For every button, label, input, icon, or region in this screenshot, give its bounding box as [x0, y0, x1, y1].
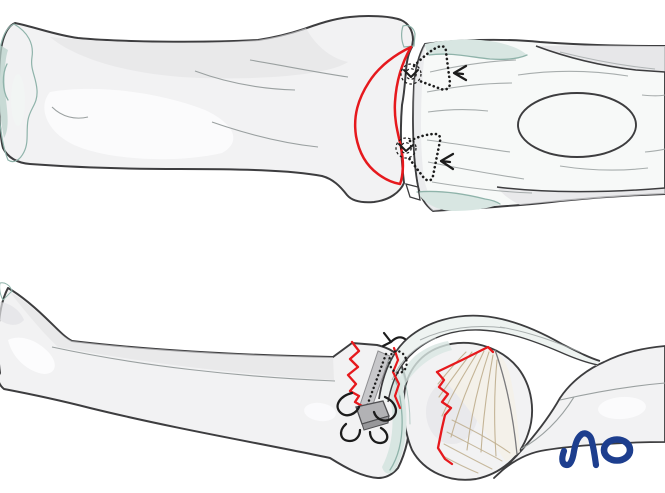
suture-knot-top	[381, 331, 407, 348]
bone-silhouette	[0, 287, 412, 479]
ao-logo-letter-a	[559, 430, 600, 469]
fragment-edge-shading	[413, 44, 440, 211]
fracture-suture-button	[336, 331, 408, 445]
tendon-lower-border	[496, 186, 665, 193]
lower-ligament-fibers	[442, 419, 511, 474]
suture-tails-over-button	[336, 391, 398, 445]
bone-exposed-bottom	[497, 187, 665, 205]
cartilage-highlight	[11, 74, 25, 126]
tendon-body	[412, 38, 665, 212]
bone-crease-line	[559, 382, 665, 401]
articular-cartilage-left	[0, 23, 38, 163]
bone-ridge-line	[559, 51, 656, 70]
dorsal-tendon-band	[378, 314, 601, 404]
bone-tunnel-anchor-lower-outer	[395, 137, 417, 159]
joint-base-crease	[520, 396, 575, 450]
bone-surface-lines	[51, 59, 349, 148]
bone-ridge-line	[51, 346, 336, 382]
panel-lateral-view: AO	[0, 282, 665, 481]
fragment-corner-wedge	[405, 183, 421, 201]
avulsion-fracture-zigzag-red	[435, 370, 454, 466]
fracture-line-red-left	[346, 340, 364, 408]
ao-logo: AO	[559, 430, 634, 469]
bone-highlight	[8, 337, 55, 374]
cartilage-crease	[2, 63, 9, 101]
bone-tunnel-anchor-upper-outer	[400, 63, 422, 85]
suture-loop-lower	[406, 132, 442, 182]
panel-dorsal-view	[0, 15, 665, 212]
cartilage-band-bottom	[417, 191, 500, 211]
ligament-fiber-lines	[437, 350, 498, 457]
pullout-suture-strand	[365, 352, 388, 408]
collateral-ligament-fan	[435, 345, 575, 474]
bone-highlight-distal	[304, 402, 336, 422]
bottom-left-bone	[0, 282, 412, 479]
fan-fill	[440, 349, 520, 462]
fracture-surface-red-outline	[353, 45, 413, 186]
band-cartilage-lining	[392, 341, 452, 404]
top-left-bone	[0, 15, 416, 204]
suture-loop-upper	[412, 44, 452, 91]
suture-knot-upper	[452, 64, 468, 82]
suture-lower	[395, 132, 455, 182]
tendon-upper-border	[535, 45, 665, 73]
cartilage-sliver-left	[0, 282, 13, 301]
suture-knot-lower	[439, 152, 455, 171]
cartilage-band-top	[425, 39, 527, 60]
tendon-window-oval	[517, 92, 637, 158]
ao-logo-letter-o	[600, 436, 634, 464]
bone-base-shading	[0, 302, 24, 325]
pullout-suture-loop	[388, 349, 408, 375]
bone-tunnel-anchor-upper-inner	[405, 68, 417, 80]
avulsion-fracture-top-red	[435, 345, 495, 374]
band-fill	[379, 315, 600, 402]
suture-bight-upper	[403, 69, 419, 78]
fan-posterior-edge	[494, 349, 518, 455]
bone-top-shading	[50, 28, 348, 79]
suture-bight-lower	[398, 143, 414, 152]
cartilage-sliver-dorsal	[401, 24, 416, 48]
cartilage-band-bottom-edge	[416, 190, 501, 205]
bone-top-shading	[10, 292, 334, 380]
top-right-bone-with-tendon	[405, 38, 665, 212]
bone-highlight	[598, 396, 646, 420]
bone-tunnel-anchor-lower-inner	[400, 142, 412, 154]
bone-exposed-top-right	[536, 45, 665, 72]
suture-upper	[400, 44, 468, 91]
bone-highlight	[44, 88, 234, 160]
tendon-fiber-lines	[426, 59, 665, 194]
fracture-line-red-right	[391, 346, 402, 410]
